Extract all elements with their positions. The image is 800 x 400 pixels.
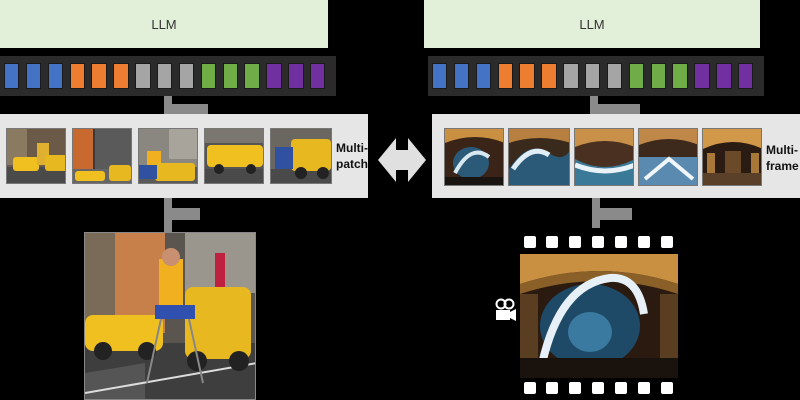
- token-left-11: [222, 63, 238, 89]
- input-image: [84, 232, 256, 400]
- video-frame: [520, 254, 678, 378]
- token-left-1: [4, 63, 20, 89]
- video-camera-icon: [495, 298, 516, 321]
- sprocket-bottom-7: [661, 382, 673, 394]
- token-right-2: [453, 63, 470, 89]
- strip-label-left-line2: patch: [336, 157, 369, 171]
- frame-strip: Multi- frame: [432, 114, 800, 198]
- sprocket-bottom-1: [524, 382, 536, 394]
- patch-image-4: [205, 129, 263, 183]
- patch-image-1: [7, 129, 65, 183]
- token-right-8: [585, 63, 601, 89]
- token-left-6: [113, 63, 129, 89]
- token-left-13: [266, 63, 282, 89]
- llm-box-left: LLM: [0, 0, 328, 48]
- sprocket-bottom-6: [638, 382, 650, 394]
- token-right-5: [519, 63, 535, 89]
- token-right-7: [563, 63, 579, 89]
- token-left-3: [47, 63, 64, 89]
- llm-box-right: LLM: [424, 0, 760, 48]
- token-right-3: [475, 63, 492, 89]
- film-strip-icon: [516, 232, 682, 400]
- sprocket-top-5: [615, 236, 627, 248]
- token-right-13: [694, 63, 710, 89]
- frame-image-2: [509, 129, 569, 185]
- patch-image-2: [73, 129, 131, 183]
- patch-tile-1: [6, 128, 66, 184]
- sprocket-top-6: [638, 236, 650, 248]
- frame-image-4: [639, 129, 697, 185]
- strip-label-right-line2: frame: [766, 159, 799, 173]
- strip-label-right: Multi- frame: [766, 142, 799, 174]
- frame-tile-1: [444, 128, 504, 186]
- token-left-9: [178, 63, 195, 89]
- token-left-12: [244, 63, 260, 89]
- strip-label-left: Multi- patch: [336, 140, 368, 172]
- frame-image-1: [445, 129, 503, 185]
- arrow-tab-left: [164, 104, 208, 114]
- arrow-tab-right: [590, 104, 640, 114]
- token-right-4: [497, 63, 513, 89]
- wave-hall-image: [520, 254, 678, 378]
- token-left-5: [91, 63, 107, 89]
- llm-label-right: LLM: [579, 16, 605, 32]
- taxi-scene-image: [85, 233, 255, 399]
- token-right-1: [432, 63, 448, 89]
- patch-tile-4: [204, 128, 264, 184]
- token-right-11: [650, 63, 666, 89]
- sprocket-bottom-2: [546, 382, 558, 394]
- patch-image-5: [271, 129, 331, 183]
- arrow-tab-left-lower: [164, 208, 200, 220]
- token-right-10: [628, 63, 645, 89]
- token-right-12: [672, 63, 688, 89]
- sprocket-top-3: [569, 236, 581, 248]
- sprocket-top-7: [661, 236, 673, 248]
- token-right-9: [606, 63, 623, 89]
- patch-tile-3: [138, 128, 198, 184]
- sprocket-top-1: [524, 236, 536, 248]
- token-right-14: [716, 63, 732, 89]
- token-left-7: [135, 63, 151, 89]
- sprocket-bottom-3: [569, 382, 581, 394]
- patch-tile-2: [72, 128, 132, 184]
- token-left-15: [310, 63, 326, 89]
- token-row-right: [428, 56, 764, 96]
- token-left-14: [288, 63, 304, 89]
- sprocket-bottom-5: [615, 382, 627, 394]
- frame-tile-5: [702, 128, 762, 186]
- sprocket-bottom-4: [592, 382, 604, 394]
- double-arrow-icon: [378, 138, 426, 182]
- patch-strip: Multi- patch: [0, 114, 368, 198]
- patch-image-3: [139, 129, 197, 183]
- token-row-left: [0, 56, 336, 96]
- token-right-6: [541, 63, 557, 89]
- frame-image-3: [575, 129, 633, 185]
- token-left-10: [200, 63, 217, 89]
- sprocket-top-4: [592, 236, 604, 248]
- strip-label-left-line1: Multi-: [336, 141, 368, 155]
- token-left-4: [69, 63, 85, 89]
- sprocket-top-2: [546, 236, 558, 248]
- frame-image-5: [703, 129, 761, 185]
- strip-label-right-line1: Multi-: [766, 143, 798, 157]
- token-left-8: [157, 63, 173, 89]
- frame-tile-4: [638, 128, 698, 186]
- arrow-tab-right-lower: [592, 208, 632, 220]
- token-right-15: [738, 63, 754, 89]
- patch-tile-5: [270, 128, 332, 184]
- frame-tile-2: [508, 128, 570, 186]
- frame-tile-3: [574, 128, 634, 186]
- llm-label-left: LLM: [151, 16, 177, 32]
- token-left-2: [25, 63, 42, 89]
